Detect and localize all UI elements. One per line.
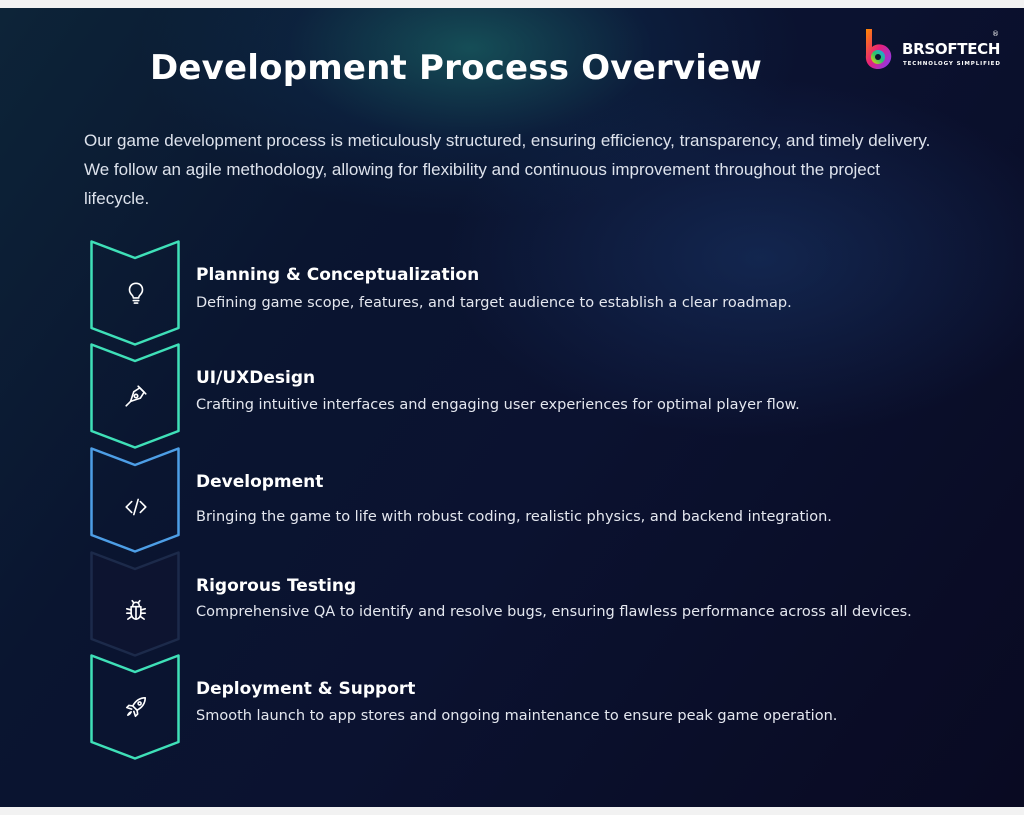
- pen-nib-icon: [125, 385, 147, 407]
- step-chevron: [90, 240, 180, 346]
- brsoftech-logo-mark-icon: [865, 29, 892, 69]
- lightbulb-icon: [128, 282, 144, 304]
- step-title: Deployment & Support: [196, 679, 416, 699]
- step-description: Crafting intuitive interfaces and engagi…: [196, 397, 800, 413]
- step-description: Comprehensive QA to identify and resolve…: [196, 604, 912, 620]
- rocket-icon: [125, 696, 147, 718]
- step-title: Development: [196, 472, 324, 492]
- slide: Development Process Overview BRSOFTECH ®: [0, 8, 1024, 807]
- page-title: Development Process Overview: [150, 48, 762, 88]
- intro-paragraph: Our game development process is meticulo…: [84, 131, 931, 208]
- logo-tagline: TECHNOLOGY SIMPLIFIED: [903, 61, 1001, 67]
- step-chevron: [90, 343, 180, 449]
- logo-name: BRSOFTECH: [902, 40, 1001, 58]
- step-description: Defining game scope, features, and targe…: [196, 295, 792, 311]
- step-description: Smooth launch to app stores and ongoing …: [196, 708, 838, 724]
- bug-icon: [125, 599, 147, 620]
- step-chevron: [90, 551, 180, 657]
- step-title: Rigorous Testing: [196, 576, 357, 596]
- step-chevron: [90, 654, 180, 760]
- step-title: Planning & Conceptualization: [196, 265, 480, 285]
- logo-registered-mark: ®: [992, 30, 999, 38]
- step-title: UI/UXDesign: [196, 368, 316, 388]
- step-chevron: [90, 447, 180, 553]
- step-description: Bringing the game to life with robust co…: [196, 509, 832, 525]
- code-icon: [125, 498, 147, 516]
- brand-logo: BRSOFTECH ® TECHNOLOGY SIMPLIFIED: [856, 25, 1006, 77]
